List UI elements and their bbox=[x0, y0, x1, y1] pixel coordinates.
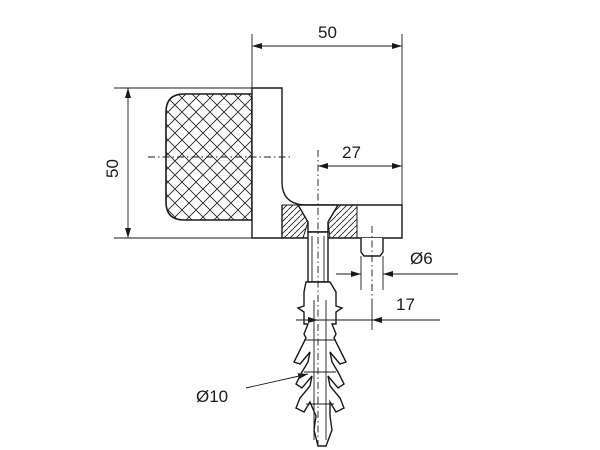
center-lines bbox=[148, 150, 373, 446]
dimension-pin-diameter: Ø6 bbox=[336, 249, 458, 290]
dim-label-side-height: 50 bbox=[103, 159, 122, 178]
dim-label-dowel-offset: 17 bbox=[396, 295, 415, 314]
dim-label-offset: 27 bbox=[342, 143, 361, 162]
dimension-offset: 27 bbox=[318, 143, 402, 169]
wall-dowel bbox=[293, 281, 347, 447]
dim-label-dowel-diameter: Ø10 bbox=[196, 387, 228, 406]
dim-label-pin-diameter: Ø6 bbox=[410, 249, 433, 268]
dimension-side-height: 50 bbox=[103, 87, 252, 239]
holder-body bbox=[251, 87, 403, 239]
dimension-dowel-diameter: Ø10 bbox=[196, 373, 309, 406]
dim-label-top-width: 50 bbox=[318, 23, 337, 42]
dimension-dowel-offset: 17 bbox=[296, 295, 440, 330]
dimension-top-width: 50 bbox=[251, 23, 403, 205]
